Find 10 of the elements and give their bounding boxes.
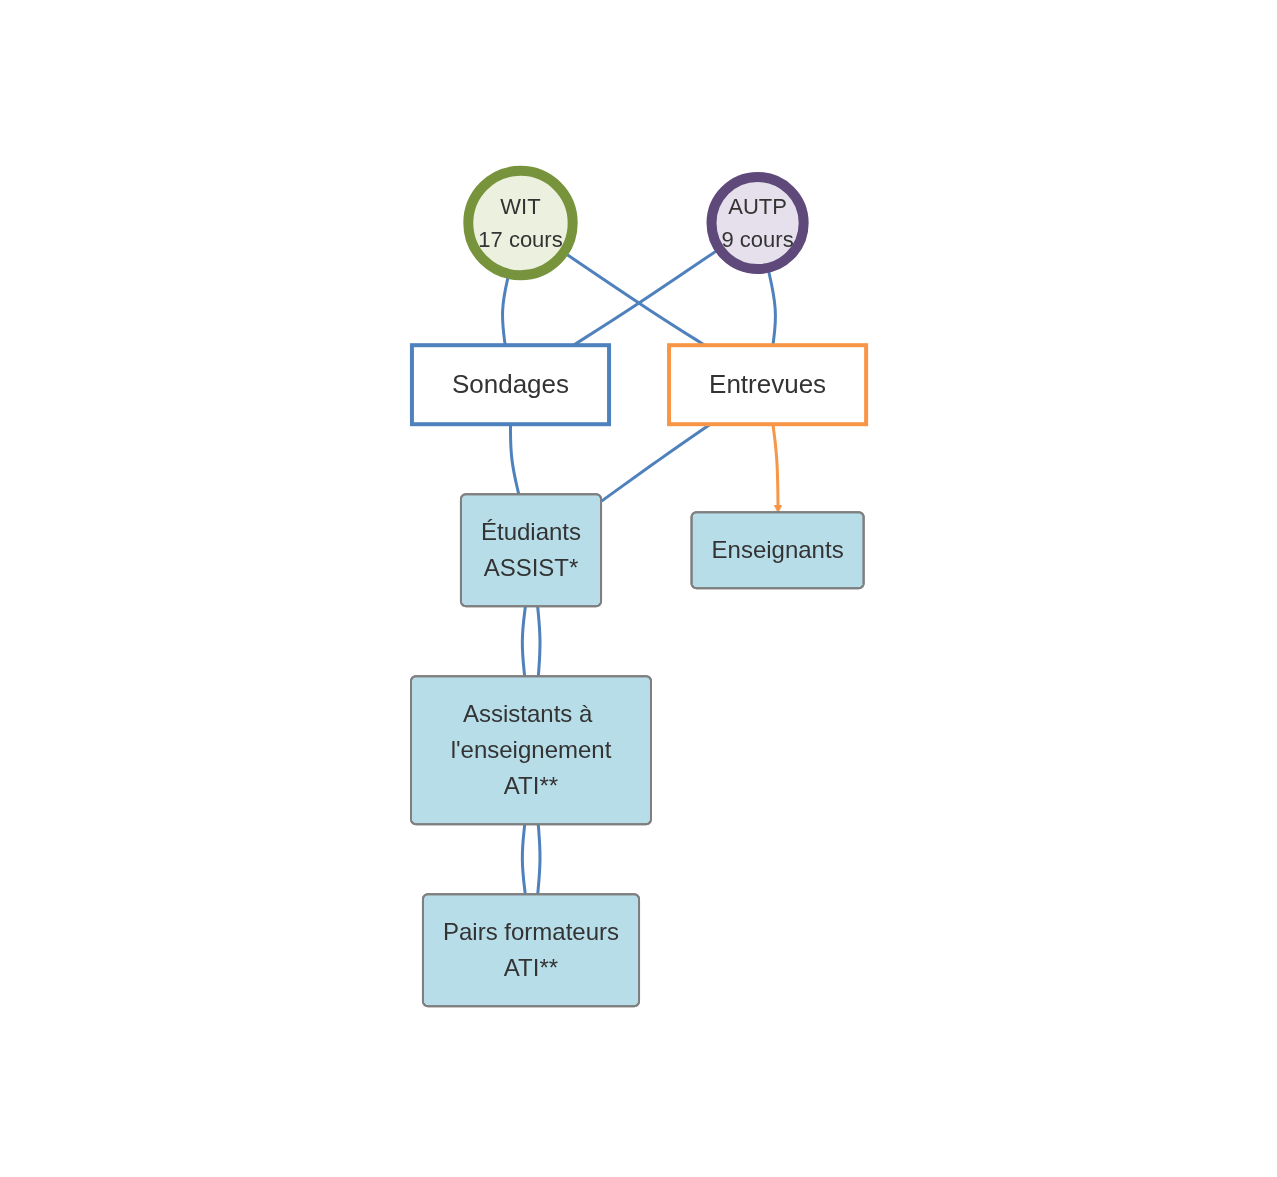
connector [520, 824, 527, 895]
connector [520, 606, 527, 677]
connector [508, 424, 521, 496]
connector [536, 824, 542, 895]
connector [536, 606, 542, 677]
node-box: Sondages [409, 343, 611, 427]
node-circle: AUTP 9 cours [706, 171, 809, 275]
node-circle: WIT 17 cours [463, 165, 578, 281]
arrow [771, 424, 783, 514]
node-box: Entrevues [667, 343, 869, 427]
